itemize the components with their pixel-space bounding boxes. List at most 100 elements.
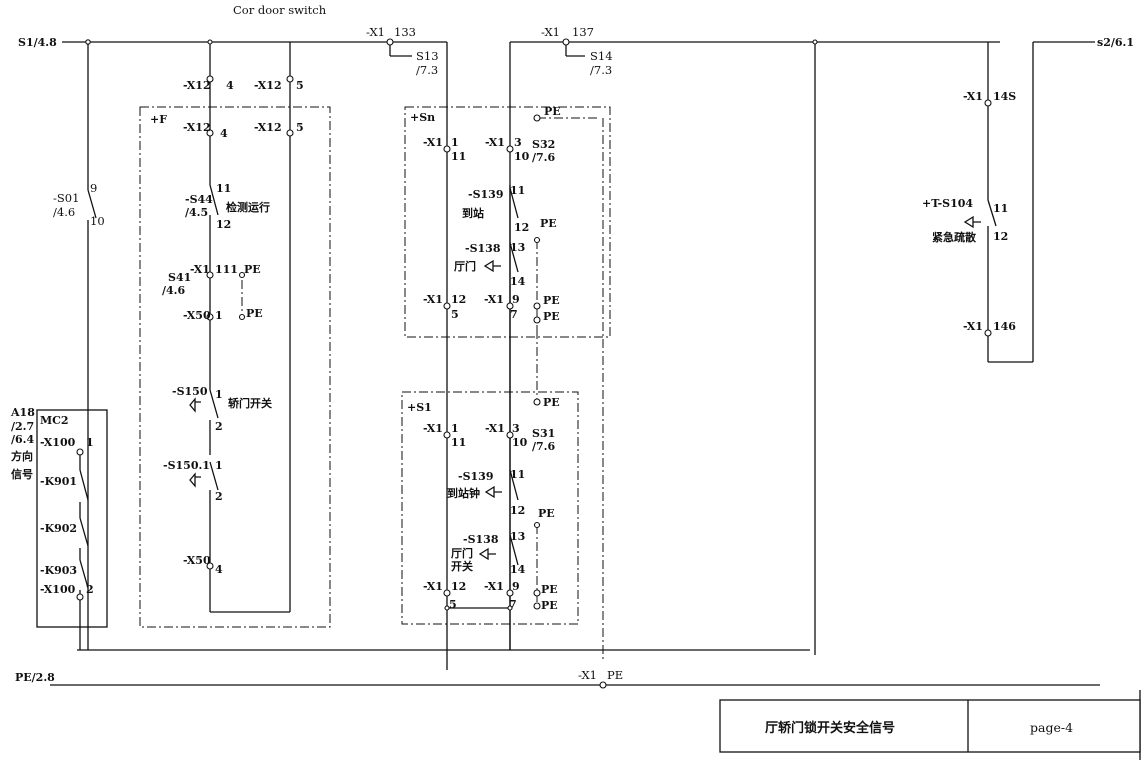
svg-text:S41: S41 — [168, 271, 191, 284]
svg-text:-S138: -S138 — [465, 242, 501, 255]
svg-text:+F: +F — [150, 113, 167, 126]
box-plus-s1 — [401, 391, 579, 625]
svg-text:-S44: -S44 — [185, 193, 213, 206]
svg-text:11: 11 — [510, 184, 525, 197]
svg-text:4: 4 — [215, 563, 223, 576]
svg-text:/7.6: /7.6 — [532, 151, 556, 164]
svg-text:5: 5 — [296, 79, 304, 92]
svg-text:S14: S14 — [590, 49, 613, 63]
svg-text:11: 11 — [510, 468, 525, 481]
svg-text:-X50: -X50 — [183, 309, 211, 322]
svg-text:-X1: -X1 — [541, 25, 560, 39]
svg-text:+Sn: +Sn — [410, 111, 435, 124]
svg-text:5: 5 — [296, 121, 304, 134]
svg-text:-S01: -S01 — [53, 191, 79, 205]
svg-text:PE: PE — [541, 599, 558, 612]
svg-text:-K903: -K903 — [40, 564, 77, 577]
svg-text:3: 3 — [512, 422, 520, 435]
svg-text:1: 1 — [215, 309, 223, 322]
svg-text:-X1: -X1 — [190, 263, 210, 276]
svg-text:-X1: -X1 — [366, 25, 385, 39]
svg-text:-X1: -X1 — [484, 293, 504, 306]
svg-text:2: 2 — [86, 583, 94, 596]
svg-text:4: 4 — [220, 127, 228, 140]
svg-text:-X12: -X12 — [254, 121, 282, 134]
svg-text:厅门: 厅门 — [454, 259, 476, 273]
title-block: 厅轿门锁开关安全信号 page-4 — [719, 690, 1141, 760]
svg-text:133: 133 — [394, 25, 416, 39]
svg-text:-X1: -X1 — [423, 422, 443, 435]
svg-text:1: 1 — [451, 422, 459, 435]
svg-text:146: 146 — [993, 320, 1016, 333]
svg-text:-S150: -S150 — [172, 385, 208, 398]
svg-text:PE: PE — [246, 307, 263, 320]
svg-text:S32: S32 — [532, 138, 555, 151]
box-plus-sn — [404, 106, 611, 338]
svg-text:轿门开关: 轿门开关 — [228, 396, 272, 410]
rail-s1: S1/4.8 — [18, 36, 57, 49]
svg-text:-X1: -X1 — [423, 293, 443, 306]
wires — [50, 41, 1100, 686]
svg-text:PE: PE — [244, 263, 261, 276]
svg-text:111: 111 — [215, 263, 238, 276]
svg-text:到站钟: 到站钟 — [447, 486, 480, 500]
svg-text:12: 12 — [451, 293, 466, 306]
svg-text:-X100: -X100 — [40, 583, 76, 596]
svg-text:2: 2 — [215, 420, 223, 433]
svg-text:10: 10 — [514, 150, 530, 163]
svg-text:+T-S104: +T-S104 — [922, 197, 973, 210]
svg-text:-S150.1: -S150.1 — [163, 459, 210, 472]
assemblies — [36, 106, 1100, 686]
svg-text:4: 4 — [226, 79, 234, 92]
svg-text:-X1: -X1 — [485, 136, 505, 149]
svg-text:-X12: -X12 — [183, 79, 211, 92]
svg-text:/6.4: /6.4 — [11, 433, 35, 446]
caption-cor-door: Cor door switch — [233, 3, 327, 17]
svg-text:11: 11 — [451, 436, 466, 449]
svg-text:开关: 开关 — [451, 559, 473, 573]
svg-text:137: 137 — [572, 25, 594, 39]
svg-text:-X1: -X1 — [485, 422, 505, 435]
svg-text:14S: 14S — [993, 90, 1016, 103]
svg-text:方向: 方向 — [11, 449, 33, 463]
svg-text:PE: PE — [541, 583, 558, 596]
svg-text:11: 11 — [216, 182, 231, 195]
svg-text:-X1: -X1 — [423, 580, 443, 593]
svg-text:1: 1 — [215, 388, 223, 401]
svg-text:-S138: -S138 — [463, 533, 499, 546]
svg-text:-X1: -X1 — [484, 580, 504, 593]
svg-text:/7.3: /7.3 — [416, 63, 438, 77]
svg-text:7: 7 — [509, 598, 517, 611]
svg-text:PE: PE — [543, 396, 560, 409]
svg-text:1: 1 — [215, 459, 223, 472]
svg-text:-X1: -X1 — [963, 90, 983, 103]
svg-text:MC2: MC2 — [40, 414, 69, 427]
svg-text:-X12: -X12 — [183, 121, 211, 134]
svg-text:9: 9 — [512, 293, 520, 306]
contacts — [79, 184, 997, 589]
svg-text:-X100: -X100 — [40, 436, 76, 449]
svg-text:2: 2 — [215, 490, 223, 503]
svg-text:12: 12 — [514, 221, 529, 234]
svg-text:PE: PE — [543, 310, 560, 323]
svg-text:厅门: 厅门 — [451, 546, 473, 560]
labels: Cor door switch S1/4.8 s2/6.1 PE/2.8 -X1… — [10, 3, 1134, 684]
svg-text:+S1: +S1 — [407, 401, 432, 414]
svg-text:11: 11 — [993, 202, 1008, 215]
svg-text:PE: PE — [540, 217, 557, 230]
svg-text:14: 14 — [510, 275, 526, 288]
svg-text:3: 3 — [514, 136, 522, 149]
svg-text:-K902: -K902 — [40, 522, 77, 535]
svg-text:9: 9 — [90, 181, 97, 195]
svg-text:12: 12 — [993, 230, 1008, 243]
svg-text:/4.6: /4.6 — [53, 205, 75, 219]
svg-text:PE: PE — [544, 105, 561, 118]
rail-pe: PE/2.8 — [15, 671, 55, 684]
svg-text:-X1: -X1 — [578, 668, 597, 682]
svg-text:12: 12 — [216, 218, 231, 231]
svg-text:PE: PE — [538, 507, 555, 520]
svg-text:-X1: -X1 — [963, 320, 983, 333]
svg-text:-X12: -X12 — [254, 79, 282, 92]
svg-text:PE: PE — [543, 294, 560, 307]
